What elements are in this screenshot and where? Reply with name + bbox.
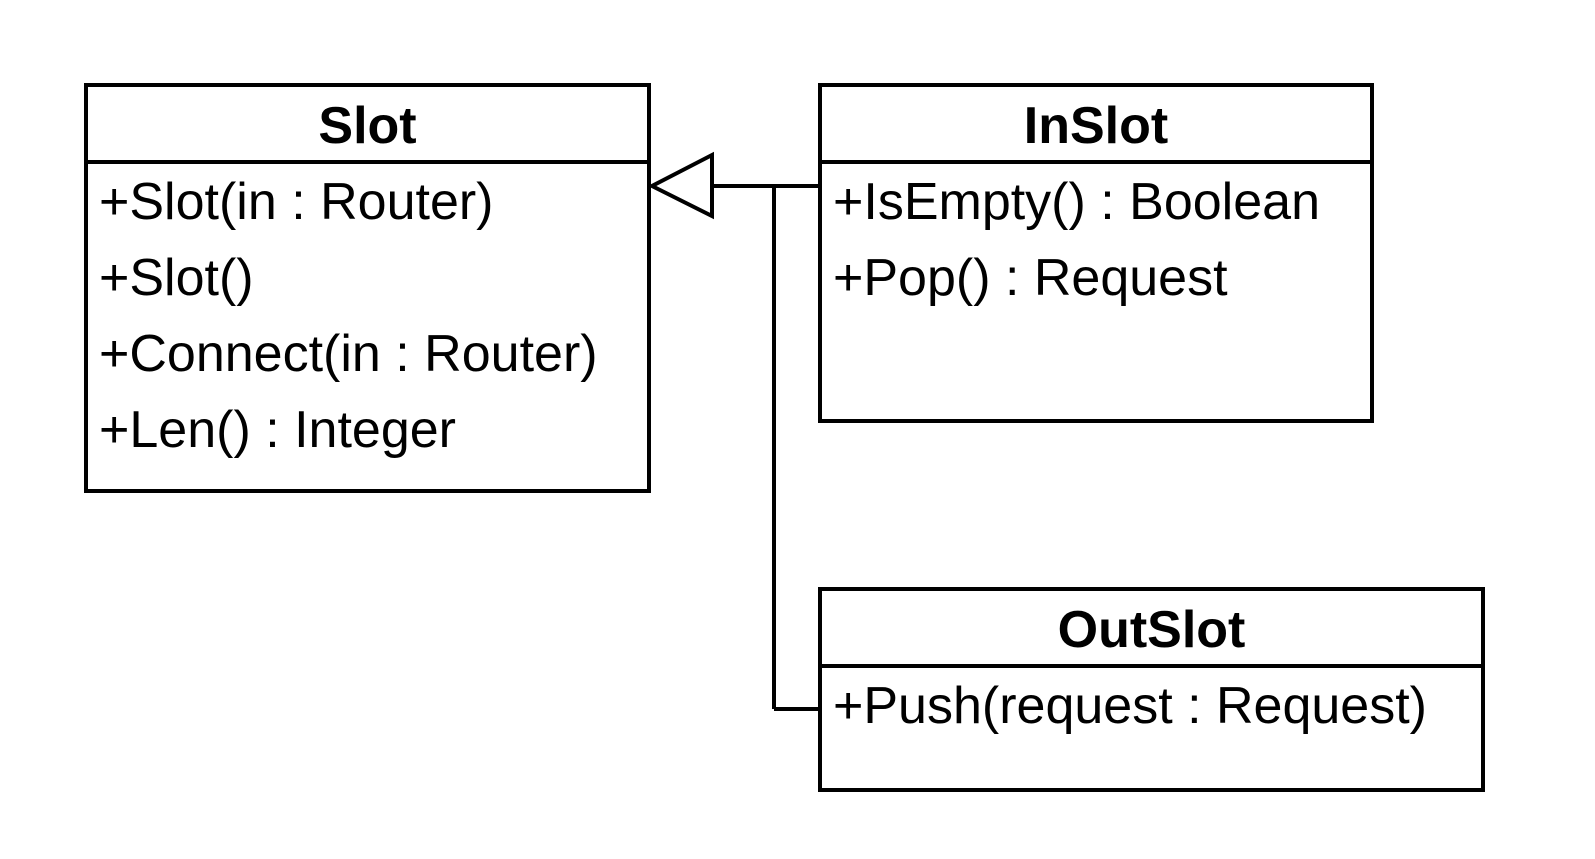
- operations-compartment: +Slot(in : Router) +Slot() +Connect(in :…: [88, 164, 647, 468]
- inheritance-arrowhead-icon: [647, 151, 714, 220]
- operation-member: +Push(request : Request): [833, 677, 1427, 735]
- class-name: OutSlot: [822, 591, 1481, 668]
- class-name: InSlot: [822, 87, 1370, 164]
- operation-member: +Pop() : Request: [833, 249, 1228, 307]
- operation-member: +Connect(in : Router): [99, 325, 598, 383]
- operation-member: +Slot(): [99, 249, 254, 307]
- operations-compartment: +IsEmpty() : Boolean +Pop() : Request: [822, 164, 1370, 316]
- operation-member: +Len() : Integer: [99, 401, 456, 459]
- class-name: Slot: [88, 87, 647, 164]
- operation-member: +IsEmpty() : Boolean: [833, 173, 1320, 231]
- operations-compartment: +Push(request : Request): [822, 668, 1481, 744]
- outslot-class-box[interactable]: OutSlot +Push(request : Request): [818, 587, 1485, 792]
- inslot-class-box[interactable]: InSlot +IsEmpty() : Boolean +Pop() : Req…: [818, 83, 1374, 423]
- slot-class-box[interactable]: Slot +Slot(in : Router) +Slot() +Connect…: [84, 83, 651, 493]
- operation-member: +Slot(in : Router): [99, 173, 494, 231]
